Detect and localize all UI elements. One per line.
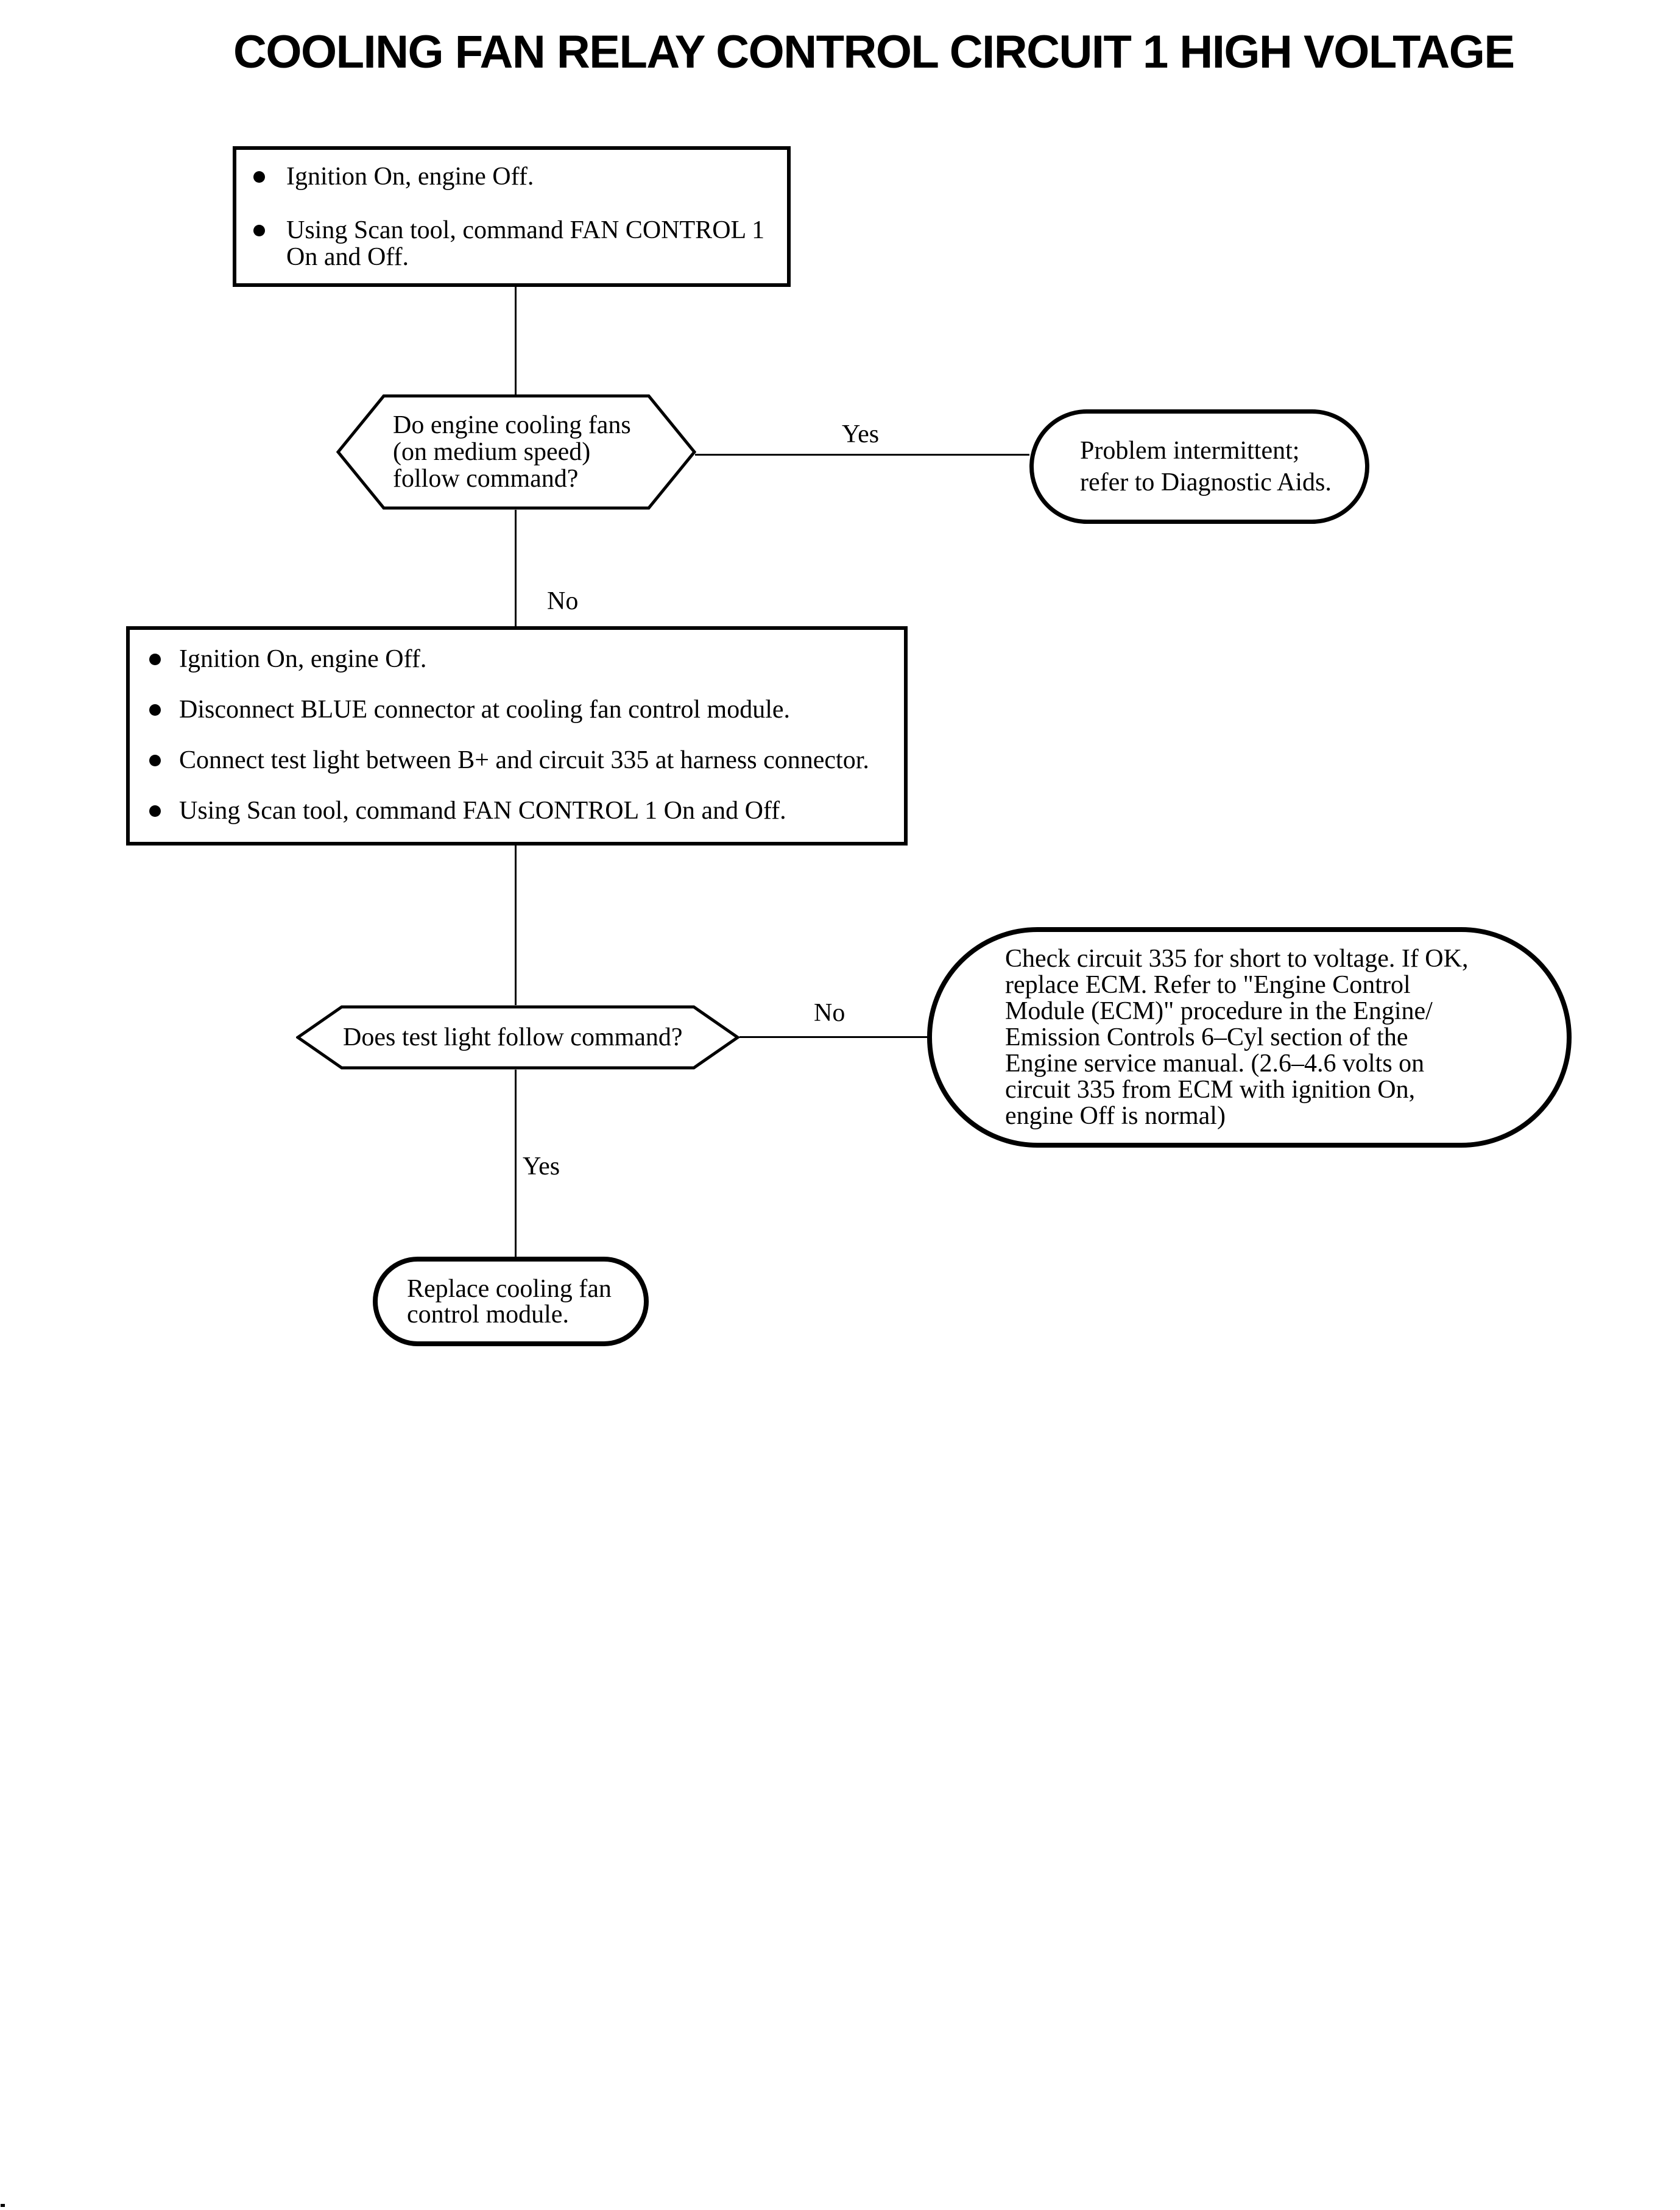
- list-item: Disconnect BLUE connector at cooling fan…: [149, 696, 893, 723]
- bullet-icon: [149, 755, 161, 766]
- bullet-icon: [149, 805, 161, 817]
- bullet-icon: [253, 225, 265, 236]
- connector-step1-decision1: [515, 287, 517, 395]
- decision-question: Do engine cooling fans (on medium speed)…: [393, 411, 631, 493]
- connector-decision2-yes: [515, 1070, 517, 1257]
- connector-decision2-no: [739, 1036, 927, 1038]
- scan-artifact: [1, 2204, 5, 2207]
- bullet-icon: [253, 171, 265, 183]
- bullet-text: Connect test light between B+ and circui…: [179, 746, 869, 774]
- bullet-icon: [149, 654, 161, 665]
- decision-cooling-fans: Do engine cooling fans (on medium speed)…: [336, 394, 696, 510]
- edge-label-yes: Yes: [523, 1153, 560, 1181]
- list-item: Using Scan tool, command FAN CONTROL 1 O…: [253, 217, 776, 270]
- list-item: Ignition On, engine Off.: [149, 646, 893, 673]
- connector-step2-decision2: [515, 846, 517, 1005]
- page-title: COOLING FAN RELAY CONTROL CIRCUIT 1 HIGH…: [233, 26, 1515, 78]
- bullet-text: Ignition On, engine Off.: [179, 645, 427, 673]
- test-light-action-box: Ignition On, engine Off. Disconnect BLUE…: [126, 626, 908, 846]
- terminal-replace-module: Replace cooling fan control module.: [373, 1257, 649, 1346]
- list-item: Connect test light between B+ and circui…: [149, 747, 893, 774]
- terminal-check-circuit-335: Check circuit 335 for short to voltage. …: [927, 927, 1572, 1148]
- decision-question: Does test light follow command?: [343, 1023, 683, 1051]
- bullet-text: Disconnect BLUE connector at cooling fan…: [179, 696, 791, 724]
- start-action-box: Ignition On, engine Off. Using Scan tool…: [233, 146, 791, 287]
- list-item: Ignition On, engine Off.: [253, 163, 776, 190]
- decision-test-light: Does test light follow command?: [296, 1005, 739, 1070]
- edge-label-yes: Yes: [842, 420, 880, 448]
- bullet-text: Using Scan tool, command FAN CONTROL 1 O…: [179, 797, 786, 825]
- hexagon-shape: [296, 1005, 739, 1070]
- bullet-icon: [149, 704, 161, 716]
- edge-label-no: No: [547, 587, 579, 615]
- bullet-text: Ignition On, engine Off.: [286, 163, 534, 191]
- connector-decision1-yes: [695, 454, 1029, 456]
- edge-label-no: No: [814, 999, 845, 1027]
- bullet-text: Using Scan tool, command FAN CONTROL 1 O…: [286, 216, 765, 271]
- connector-decision1-no: [515, 510, 517, 626]
- list-item: Using Scan tool, command FAN CONTROL 1 O…: [149, 797, 893, 824]
- terminal-problem-intermittent: Problem intermittent; refer to Diagnosti…: [1029, 409, 1369, 524]
- hexagon-shape: [336, 394, 696, 510]
